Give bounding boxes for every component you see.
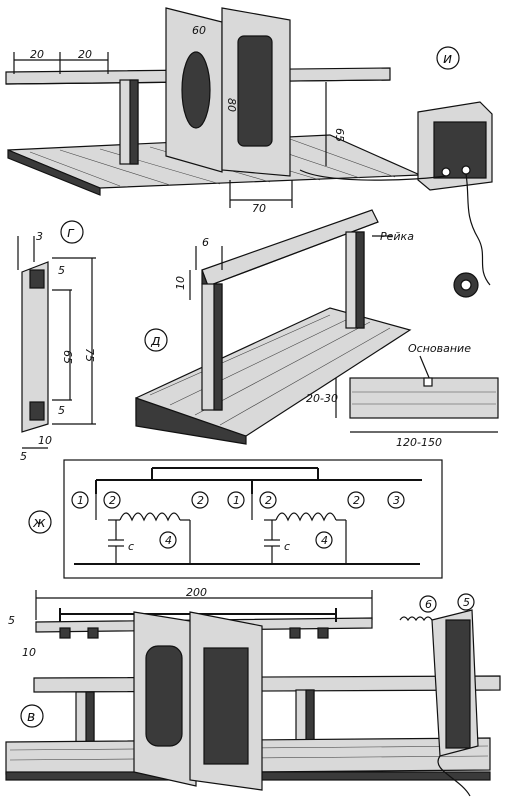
dim-g-5side: 5 [20, 450, 27, 463]
dim-g-3: 3 [36, 230, 43, 243]
dim-g-75: 75 [83, 348, 96, 362]
section-v-group: 200 5 10 6 [5, 586, 501, 797]
g-label-circle [60, 220, 84, 244]
v-label-circle [20, 704, 44, 728]
dim-d-6: 6 [202, 236, 209, 249]
dim-g-5top: 5 [58, 264, 65, 277]
i-battery-front [433, 121, 487, 179]
dim-d-120150: 120-150 [396, 436, 442, 449]
g-plate [21, 261, 49, 433]
label-n4b: 4 [321, 534, 328, 547]
i-plate-left-window [181, 51, 211, 129]
label-n5: 5 [463, 596, 470, 609]
dim-i-80: 80 [225, 98, 238, 112]
i-terminal-right [461, 165, 471, 175]
label-section-i: и [443, 51, 452, 67]
label-n1a: 1 [77, 494, 84, 507]
i-base-edge [7, 149, 101, 196]
label-n2a: 2 [109, 494, 116, 507]
d-label-circle [144, 328, 168, 352]
dim-i-60: 60 [192, 24, 206, 37]
label-n3: 3 [393, 494, 400, 507]
i-plate-right-window [237, 35, 273, 147]
dim-i-20a: 20 [30, 48, 44, 61]
zh-coil-1 [119, 512, 181, 522]
section-zh-group: с 1 2 2 4 с 1 2 2 3 4 ж [28, 459, 443, 579]
v-cord [437, 755, 471, 797]
label-cap-c2: с [284, 540, 290, 553]
label-n4a: 4 [165, 534, 172, 547]
label-cap-c1: с [128, 540, 134, 553]
v-plate-left-window [145, 645, 183, 747]
label-n1b: 1 [233, 494, 240, 507]
label-n2b: 2 [197, 494, 204, 507]
dim-i-70: 70 [252, 202, 266, 215]
dim-d-2030: 20-30 [306, 392, 338, 405]
dim-g-10: 10 [38, 434, 52, 447]
dim-d-10: 10 [174, 276, 187, 290]
zh-label-circle [28, 510, 52, 534]
zh-frame [63, 459, 443, 579]
dim-g-5bot: 5 [58, 404, 65, 417]
section-i-group: 20 20 60 80 65 70 и [5, 7, 493, 298]
i-label-circle [436, 46, 460, 70]
dim-v-200: 200 [186, 586, 207, 599]
label-n2c: 2 [265, 494, 272, 507]
i-terminal-left [441, 167, 451, 177]
dim-g-65: 65 [61, 350, 74, 364]
dim-i-65: 65 [333, 128, 346, 142]
v-plate-right-window [203, 647, 249, 765]
label-n2d: 2 [353, 494, 360, 507]
dim-v-10: 10 [22, 646, 36, 659]
zh-coil-2 [275, 512, 337, 522]
section-d-group: 6 10 Рейка Основание 20-30 120-150 д [135, 209, 499, 449]
label-osnovanie: Основание [408, 342, 471, 355]
label-reika: Рейка [380, 230, 414, 243]
label-n6: 6 [425, 598, 432, 611]
label-section-v: в [27, 709, 35, 725]
v-spring [399, 616, 433, 622]
dim-v-5: 5 [8, 614, 15, 627]
i-cord [465, 173, 491, 286]
label-section-d: д [150, 333, 161, 349]
section-g-group: 3 5 65 75 5 10 5 г [17, 220, 96, 463]
dim-i-20b: 20 [78, 48, 92, 61]
label-section-g: г [67, 225, 75, 241]
label-section-zh: ж [32, 515, 46, 531]
d-base-edge [135, 397, 247, 445]
v-bench-board [33, 675, 501, 693]
